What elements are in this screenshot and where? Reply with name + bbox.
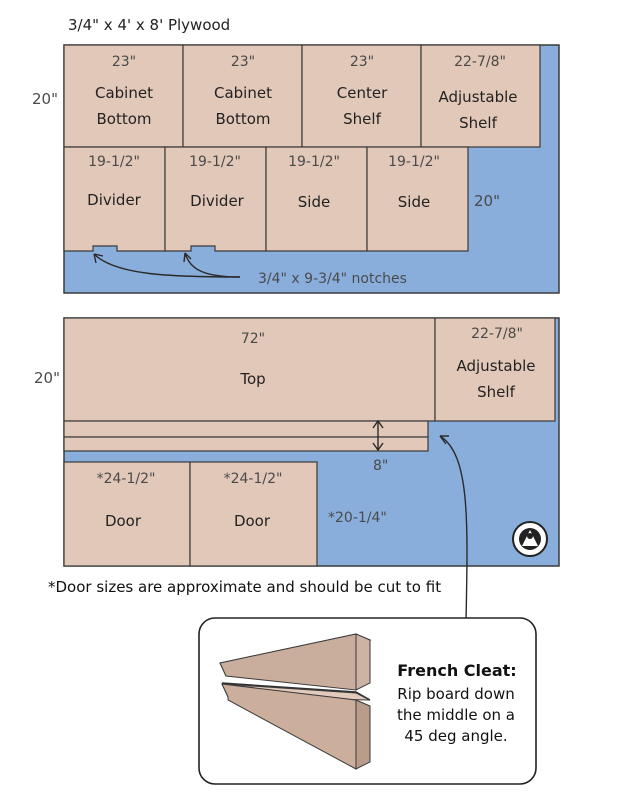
row2-dim-2: 19-1/2" <box>189 154 241 170</box>
row2-dim-1: 19-1/2" <box>88 154 140 170</box>
cleat-line-1: Rip board down <box>397 685 514 703</box>
piece-door-2 <box>189 461 318 567</box>
piece-door-1 <box>63 461 191 567</box>
cleat-line-2: the middle on a <box>397 706 515 724</box>
row1-dim-2: 23" <box>231 54 255 70</box>
row1-dim-1: 23" <box>112 54 136 70</box>
cleat-callout: French Cleat: Rip board down the middle … <box>198 617 537 785</box>
row2-label-3: Side <box>298 193 330 211</box>
door1-label: Door <box>105 512 142 530</box>
row1-line1-4: Adjustable <box>439 88 518 106</box>
cleat-line-3: 45 deg angle. <box>404 727 507 745</box>
row1-dim-4: 22-7/8" <box>454 54 506 70</box>
row1-line2-2: Bottom <box>215 110 270 128</box>
strip-dimension-arrow <box>372 419 384 452</box>
piece-center-shelf <box>301 44 422 148</box>
row1-line1-2: Cabinet <box>214 84 272 102</box>
logo-badge-icon <box>512 521 548 557</box>
sheet1-remainder-label: 20" <box>474 192 500 210</box>
notch-label: 3/4" x 9-3/4" notches <box>258 271 407 287</box>
row1-dim-3: 23" <box>350 54 374 70</box>
sheet2-remainder-label: *20-1/4" <box>328 510 387 526</box>
cleat-callout-arrow <box>439 435 468 623</box>
door1-dim: *24-1/2" <box>97 471 156 487</box>
row2-label-2: Divider <box>190 192 245 210</box>
row1-line1-1: Cabinet <box>95 84 153 102</box>
row2-dim-3: 19-1/2" <box>288 154 340 170</box>
door2-dim: *24-1/2" <box>224 471 283 487</box>
top-dim: 72" <box>241 331 265 347</box>
sheet-1: 23" Cabinet Bottom 23" Cabinet Bottom 23… <box>32 44 560 294</box>
footnote: *Door sizes are approximate and should b… <box>48 578 441 596</box>
cleat-strip-1 <box>63 420 429 438</box>
shelf2-dim: 22-7/8" <box>471 326 523 342</box>
piece-adjustable-shelf-2 <box>434 317 556 422</box>
row1-line1-3: Center <box>337 84 388 102</box>
row2-label-4: Side <box>398 193 430 211</box>
row2-dim-4: 19-1/2" <box>388 154 440 170</box>
row2-label-1: Divider <box>87 191 142 209</box>
piece-adjustable-shelf-1 <box>420 44 541 148</box>
row1-line2-1: Bottom <box>96 110 151 128</box>
shelf2-line1: Adjustable <box>457 357 536 375</box>
notch-arrows <box>93 252 241 278</box>
piece-cabinet-bottom-2 <box>182 44 303 148</box>
piece-side-2 <box>366 146 469 252</box>
piece-cabinet-bottom-1 <box>63 44 184 148</box>
strip-label: 8" <box>373 458 388 474</box>
row1-line2-3: Shelf <box>343 110 381 128</box>
cleat-strip-2 <box>63 436 429 452</box>
cleat-title: French Cleat: <box>397 661 516 680</box>
shelf2-line2: Shelf <box>477 383 515 401</box>
door2-label: Door <box>234 512 271 530</box>
top-label: Top <box>239 370 265 388</box>
piece-top <box>63 317 436 422</box>
sheet-2: 72" Top 22-7/8" Adjustable Shelf *24-1/2… <box>34 317 560 567</box>
sheet1-height-label: 20" <box>32 90 58 108</box>
sheet2-height-label: 20" <box>34 369 60 387</box>
diagram-title: 3/4" x 4' x 8' Plywood <box>68 16 230 34</box>
row1-line2-4: Shelf <box>459 114 497 132</box>
cleat-board-illustration <box>219 633 372 770</box>
